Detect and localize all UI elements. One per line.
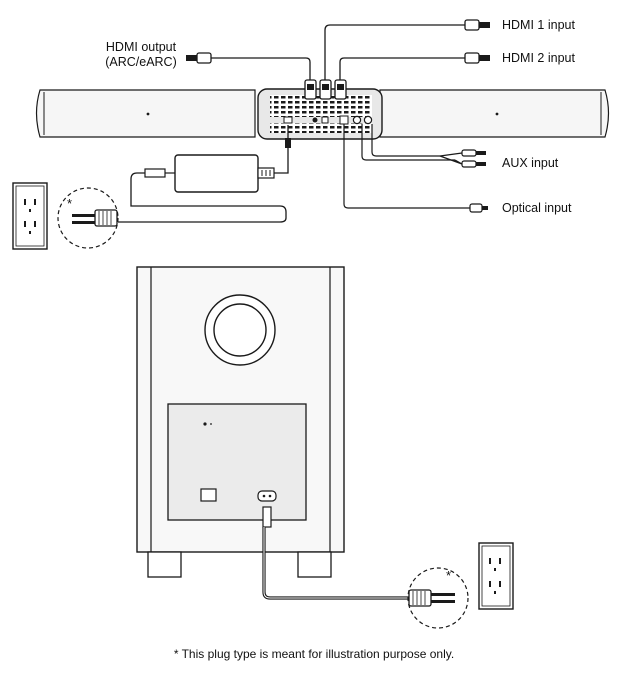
hdmi-output-connector-icon [186,52,212,64]
aux-port-right-icon [363,115,373,125]
hdmi-out-plug-icon [304,79,317,100]
usb-port-icon [312,117,318,123]
aux-input-label: AUX input [502,156,559,170]
aux-rca-connectors-icon [461,149,486,168]
subwoofer-pairing-button-icon [200,488,217,502]
optical-input-label: Optical input [502,201,572,215]
hdmi-output-label-line1: HDMI output [105,40,177,54]
hdmi-output-label-line2: (ARC/eARC) [105,55,177,69]
subwoofer-right-foot [297,551,332,578]
optical-cable [343,124,470,209]
subwoofer-port-icon [204,294,276,366]
aux-cable [361,124,463,165]
soundbar-vent-grille-upper [270,95,372,117]
hdmi-cables [211,24,465,80]
power-plug-top-icon [57,187,119,249]
soundbar-vent-grille-lower [270,123,372,133]
subwoofer-led-icon [203,422,207,426]
subwoofer-rear-panel [167,403,307,521]
power-port-icon [283,116,293,124]
optical-port-icon [339,115,349,125]
soundbar [35,79,610,140]
asterisk-bottom-label: * [446,568,452,583]
hdmi2-input-label: HDMI 2 input [502,51,575,65]
hdmi-output-cable [211,57,311,80]
soundbar-right-screw-icon [495,112,499,116]
hdmi1-cable [324,24,465,80]
optical-input-connector-icon [469,203,488,213]
soundbar-left-section [35,89,256,138]
hdmi1-plug-icon [319,79,332,100]
aux-port-left-icon [352,115,362,125]
power-adapter-icon [144,138,291,193]
hdmi-output-label: HDMI output (ARC/eARC) [96,40,186,70]
wall-outlet-top-icon [12,182,48,250]
hdmi2-input-connector-icon [464,52,490,64]
hdmi2-plug-icon [334,79,347,100]
soundbar-right-section [379,89,610,138]
wall-outlet-bottom-icon [478,542,514,610]
hdmi2-cable [339,57,465,80]
hdmi1-input-label: HDMI 1 input [502,18,575,32]
hdmi1-input-connector-icon [464,19,490,31]
subwoofer-power-cable [262,506,410,600]
soundbar-left-screw-icon [146,112,150,116]
subwoofer-power-socket-icon [257,490,277,502]
subwoofer [136,266,345,578]
power-plug-bottom-icon [407,567,469,629]
footnote: * This plug type is meant for illustrati… [173,647,455,661]
asterisk-top-label: * [67,196,73,211]
subwoofer-left-foot [147,551,182,578]
